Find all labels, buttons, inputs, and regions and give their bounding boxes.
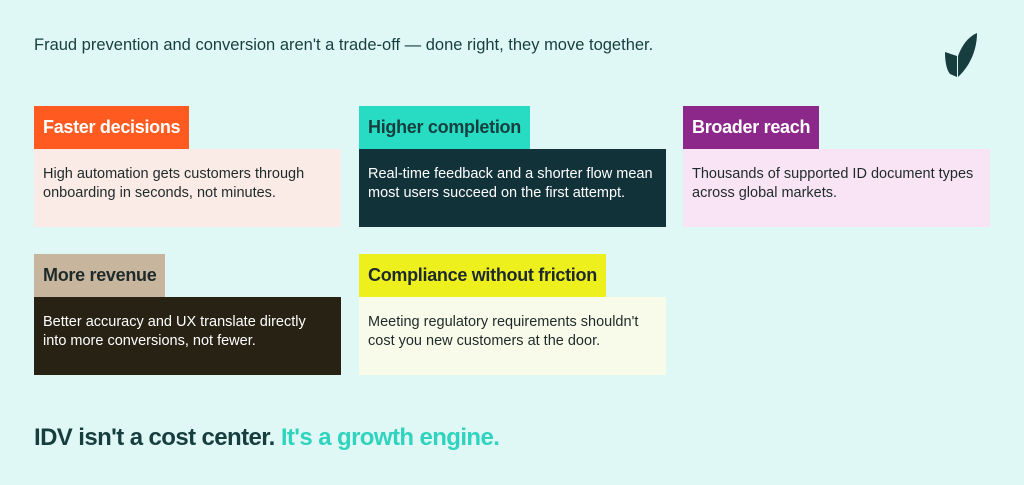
feature-card-more-revenue: More revenue Better accuracy and UX tran… [34, 254, 341, 375]
feature-card-text: Thousands of supported ID document types… [683, 149, 990, 227]
feature-card-title: More revenue [34, 254, 166, 297]
leaf-logo-icon [945, 33, 977, 77]
tagline-main: IDV isn't a cost center. [34, 424, 275, 451]
feature-card-text: Real-time feedback and a shorter flow me… [359, 149, 666, 227]
feature-card-title: Faster decisions [34, 106, 190, 149]
feature-card-title: Higher completion [359, 106, 530, 149]
intro-text: Fraud prevention and conversion aren't a… [34, 36, 654, 54]
feature-card-text: Meeting regulatory requirements shouldn'… [359, 297, 666, 375]
tagline-accent: It's a growth engine. [280, 424, 500, 451]
tagline: IDV isn't a cost center. It's a growth e… [34, 424, 500, 452]
feature-card-broader-reach: Broader reach Thousands of supported ID … [683, 106, 990, 227]
feature-card-text: Better accuracy and UX translate directl… [34, 297, 341, 375]
feature-card-title: Broader reach [683, 106, 820, 149]
feature-card-faster-decisions: Faster decisions High automation gets cu… [34, 106, 341, 227]
feature-card-compliance: Compliance without friction Meeting regu… [359, 254, 666, 375]
feature-card-higher-completion: Higher completion Real-time feedback and… [359, 106, 666, 227]
feature-card-text: High automation gets customers through o… [34, 149, 341, 227]
feature-card-title: Compliance without friction [359, 254, 606, 297]
